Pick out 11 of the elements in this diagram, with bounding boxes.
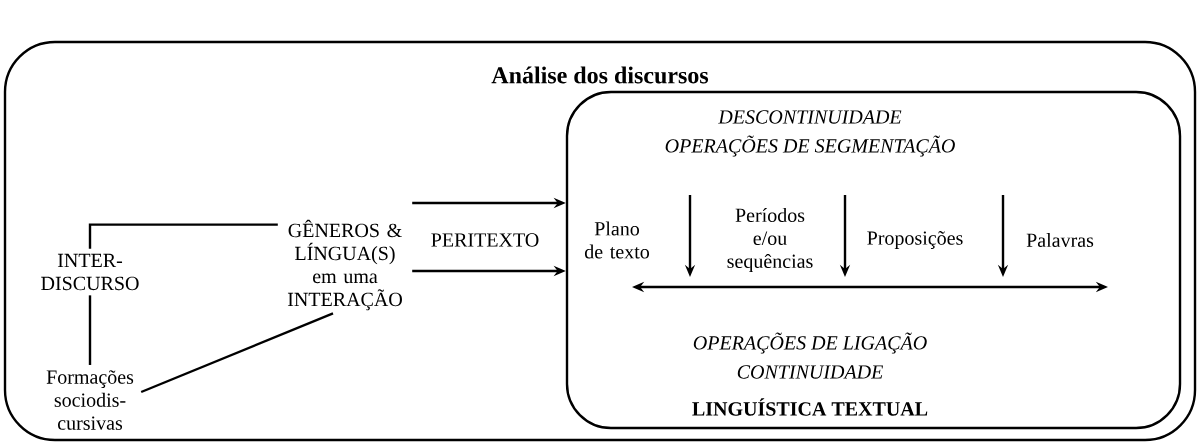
concept-text: INTER- DISCURSO [41, 253, 139, 291]
connector [88, 295, 92, 365]
unit-label: Períodos e/ou sequências [727, 207, 813, 273]
connector [140, 312, 334, 394]
concept-text: GÊNEROS & LÍNGUA(S) em uma INTERAÇÃO [287, 219, 402, 311]
concept-text: Formações sociodis- cursivas [46, 370, 134, 430]
unit-label: Proposições [867, 231, 963, 249]
unit-label: Plano de texto [584, 221, 650, 259]
connector [88, 223, 278, 249]
label-text: PERITEXTO [431, 233, 539, 247]
unit-label: Palavras [1026, 232, 1094, 248]
